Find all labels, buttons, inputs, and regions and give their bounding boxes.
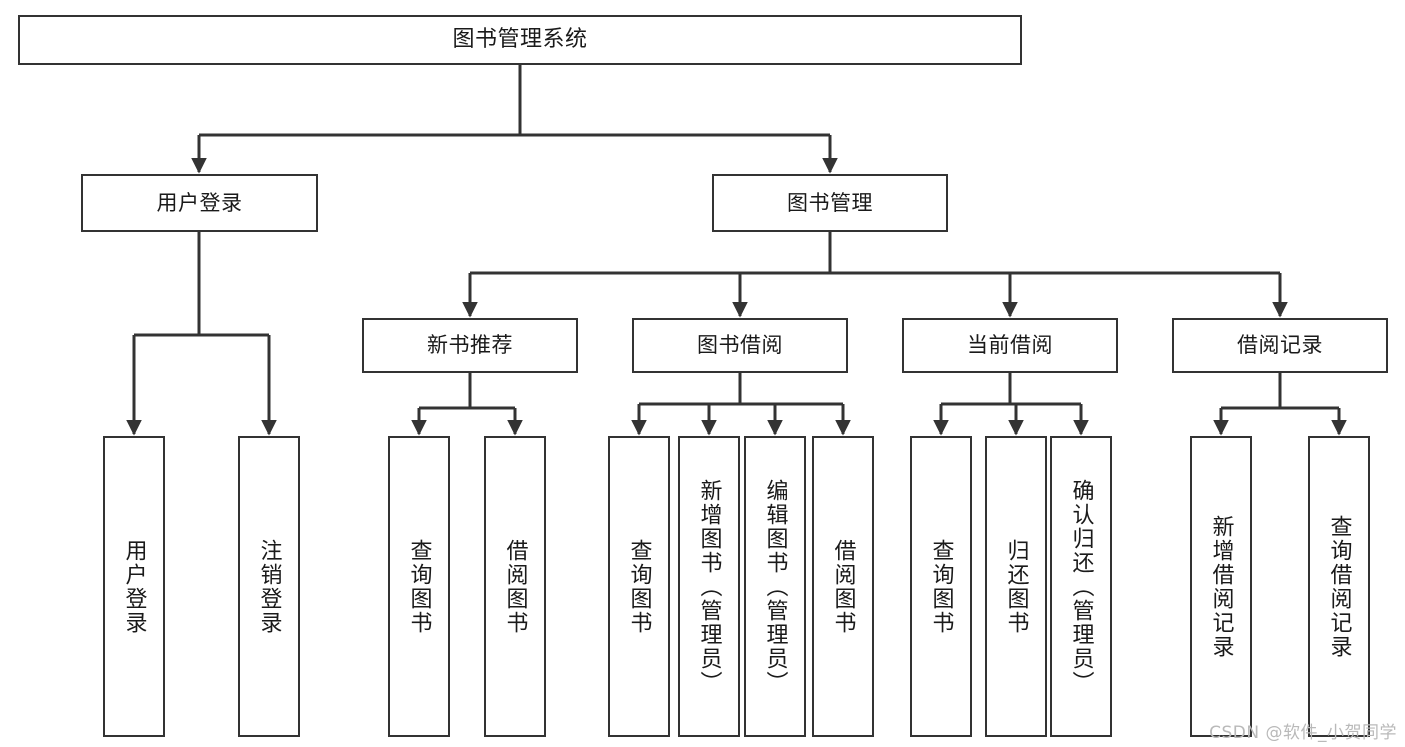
node-book-management[interactable]: 图书管理 [712, 174, 948, 232]
node-borrow-record[interactable]: 借阅记录 [1172, 318, 1388, 373]
leaf-add-borrow-record[interactable]: 新增借阅记录 [1190, 436, 1252, 737]
node-label: 图书管理系统 [452, 27, 588, 53]
leaf-query-book-2[interactable]: 查询图书 [608, 436, 670, 737]
node-book-borrow[interactable]: 图书借阅 [632, 318, 848, 373]
node-label: 借阅图书 [502, 538, 528, 635]
node-book-management-system[interactable]: 图书管理系统 [18, 15, 1022, 65]
node-label: 新书推荐 [427, 333, 513, 358]
node-label: 注销登录 [256, 538, 282, 635]
leaf-logout[interactable]: 注销登录 [238, 436, 300, 737]
node-new-book-recommend[interactable]: 新书推荐 [362, 318, 578, 373]
node-label: 新增借阅记录 [1208, 514, 1234, 659]
node-label: 借阅图书 [830, 538, 856, 635]
watermark: CSDN @软件_小贺同学 [1209, 723, 1397, 743]
node-label: 查询图书 [406, 538, 432, 635]
leaf-add-book[interactable]: 新增图书（管理员） [678, 436, 740, 737]
leaf-confirm-return[interactable]: 确认归还（管理员） [1050, 436, 1112, 737]
leaf-edit-book[interactable]: 编辑图书（管理员） [744, 436, 806, 737]
leaf-query-book-1[interactable]: 查询图书 [388, 436, 450, 737]
node-label: 用户登录 [121, 538, 147, 635]
node-label: 查询借阅记录 [1326, 514, 1352, 659]
node-label: 编辑图书（管理员） [762, 478, 788, 695]
node-label: 新增图书（管理员） [696, 478, 722, 695]
node-label: 归还图书 [1003, 538, 1029, 635]
leaf-query-borrow-record[interactable]: 查询借阅记录 [1308, 436, 1370, 737]
node-label: 查询图书 [626, 538, 652, 635]
node-user-login[interactable]: 用户登录 [81, 174, 318, 232]
leaf-borrow-book-2[interactable]: 借阅图书 [812, 436, 874, 737]
node-label: 图书借阅 [697, 333, 783, 358]
node-label: 图书管理 [787, 190, 873, 215]
node-label: 查询图书 [928, 538, 954, 635]
node-label: 用户登录 [156, 190, 243, 215]
node-current-borrow[interactable]: 当前借阅 [902, 318, 1118, 373]
node-label: 借阅记录 [1237, 333, 1323, 358]
leaf-query-book-3[interactable]: 查询图书 [910, 436, 972, 737]
node-label: 当前借阅 [967, 333, 1053, 358]
leaf-borrow-book-1[interactable]: 借阅图书 [484, 436, 546, 737]
leaf-user-login[interactable]: 用户登录 [103, 436, 165, 737]
leaf-return-book[interactable]: 归还图书 [985, 436, 1047, 737]
node-label: 确认归还（管理员） [1068, 478, 1094, 695]
